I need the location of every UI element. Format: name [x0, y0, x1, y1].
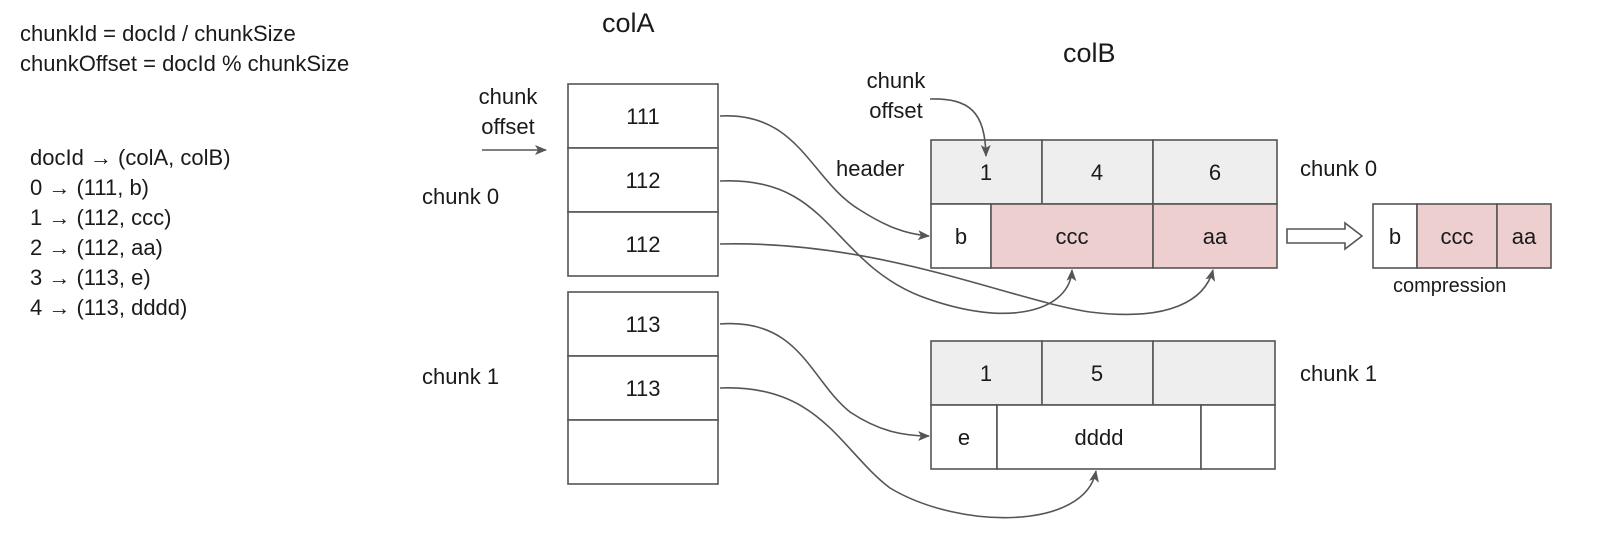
- col-a-cell: [567, 419, 719, 485]
- compressed-value: aa: [1512, 224, 1537, 249]
- value-cell: [1200, 404, 1276, 470]
- mapping-row: 1 → (112, ccc): [30, 205, 172, 230]
- compressed-cell: [1496, 203, 1552, 269]
- compression-label: compression: [1393, 275, 1507, 297]
- header-cell: [1041, 340, 1154, 406]
- col-a-chunk1-label: chunk 1: [422, 364, 500, 389]
- col-b-chunk0-label: chunk 0: [1300, 156, 1378, 181]
- compressed-value: ccc: [1441, 224, 1474, 249]
- col-b-chunk1-header: 1 5: [930, 340, 1276, 406]
- header-cell: [1152, 139, 1278, 205]
- col-a-chunk0: 111 112 112: [567, 83, 719, 277]
- col-a-chunk0-label: chunk 0: [422, 184, 500, 209]
- col-b-pointer-label: chunk offset: [866, 68, 926, 123]
- col-b-value: e: [958, 425, 970, 450]
- col-a-value: 113: [625, 312, 660, 337]
- col-a-cell: [567, 291, 719, 357]
- header-cell: [930, 340, 1043, 406]
- col-a-cell: [567, 83, 719, 149]
- formula-chunk-offset: chunkOffset = docId % chunkSize: [20, 51, 350, 76]
- compressed-value: b: [1389, 224, 1401, 249]
- header-value: 1: [980, 160, 992, 185]
- header-value: 5: [1091, 361, 1103, 386]
- col-a-cell: [567, 211, 719, 277]
- header-value: 6: [1209, 160, 1221, 185]
- value-cell: [1152, 203, 1278, 269]
- header-cell: [1152, 340, 1276, 406]
- mapping-row: 4 → (113, dddd): [30, 295, 188, 320]
- mapping-header: docId → (colA, colB): [30, 145, 231, 170]
- col-b-value: b: [955, 224, 967, 249]
- col-b-title: colB: [1063, 38, 1116, 68]
- value-cell: [930, 404, 998, 470]
- map-arrow-111-b-icon: [719, 115, 930, 241]
- col-b-value: dddd: [1075, 425, 1124, 450]
- col-a-cell: [567, 355, 719, 421]
- col-a-chunk1: 113 113: [567, 291, 719, 485]
- col-b-chunk1-label: chunk 1: [1300, 361, 1378, 386]
- header-cell: [1041, 139, 1154, 205]
- map-arrow-113-dddd-icon: [719, 387, 1099, 519]
- map-arrow-112-aa-icon: [719, 243, 1215, 316]
- col-b-chunk0-values: b ccc aa: [930, 203, 1278, 269]
- col-b-chunk0-header: 1 4 6: [930, 139, 1278, 205]
- col-b-header-label: header: [836, 156, 905, 181]
- compressed-cell: [1372, 203, 1418, 269]
- col-a-value: 112: [625, 168, 660, 193]
- col-b-value: aa: [1203, 224, 1228, 249]
- col-a-value: 111: [626, 104, 659, 129]
- header-value: 4: [1091, 160, 1103, 185]
- col-a-pointer-label: chunk offset: [478, 84, 538, 139]
- header-cell: [930, 139, 1043, 205]
- value-cell: [996, 404, 1202, 470]
- col-b-offset-arrow-icon: [929, 98, 991, 157]
- map-arrow-113-e-icon: [719, 322, 930, 441]
- col-b-chunk1-values: e dddd: [930, 404, 1276, 470]
- col-a-value: 113: [625, 376, 660, 401]
- header-value: 1: [980, 361, 992, 386]
- mapping-row: 3 → (113, e): [30, 265, 151, 290]
- col-b-value: ccc: [1056, 224, 1089, 249]
- compression-arrow-icon: [1286, 221, 1364, 251]
- col-a-value: 112: [625, 232, 660, 257]
- value-cell: [990, 203, 1154, 269]
- col-a-cell: [567, 147, 719, 213]
- mapping-row: 2 → (112, aa): [30, 235, 163, 260]
- value-cell: [930, 203, 992, 269]
- col-a-title: colA: [602, 8, 655, 38]
- formula-chunk-id: chunkId = docId / chunkSize: [20, 21, 296, 46]
- mapping-row: 0 → (111, b): [30, 175, 150, 200]
- compressed-chunk: b ccc aa: [1372, 203, 1552, 269]
